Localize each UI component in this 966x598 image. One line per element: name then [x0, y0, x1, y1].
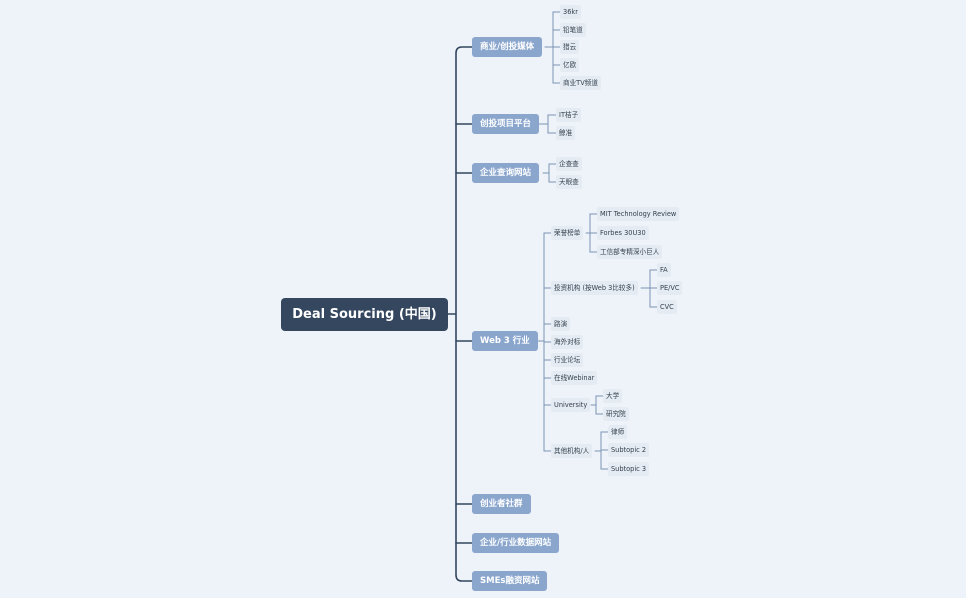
web3-honor[interactable]: 荣誉榜单 — [551, 226, 584, 240]
leaf-itjuzi[interactable]: IT桔子 — [556, 108, 582, 122]
web3-forum[interactable]: 行业论坛 — [551, 353, 584, 367]
topic-platform[interactable]: 创投项目平台 — [472, 114, 540, 134]
topic-smes[interactable]: SMEs融资网站 — [472, 571, 548, 591]
leaf-forbes[interactable]: Forbes 30U30 — [597, 226, 649, 240]
leaf-yanjiuyuan[interactable]: 研究院 — [603, 407, 629, 421]
leaf-lieyun[interactable]: 猎云 — [560, 40, 580, 54]
web3-university[interactable]: University — [551, 398, 591, 412]
leaf-mit[interactable]: MIT Technology Review — [597, 207, 680, 221]
web3-roadshow[interactable]: 路演 — [551, 317, 571, 331]
leaf-daxue[interactable]: 大学 — [603, 389, 623, 403]
leaf-miit[interactable]: 工信部专精深小巨人 — [597, 245, 663, 259]
leaf-yiou[interactable]: 亿欧 — [560, 58, 580, 72]
root-connector — [448, 46, 472, 582]
topic-web3[interactable]: Web 3 行业 — [472, 331, 538, 351]
leaf-lawyer[interactable]: 律师 — [608, 425, 628, 439]
leaf-tianyancha[interactable]: 天眼查 — [556, 175, 582, 189]
root-topic[interactable]: Deal Sourcing (中国) — [281, 298, 448, 331]
web3-webinar[interactable]: 在线Webinar — [551, 371, 598, 385]
leaf-jingzhun[interactable]: 鲸准 — [556, 126, 576, 140]
leaf-subtopic-3[interactable]: Subtopic 3 — [608, 462, 650, 476]
leaf-fa[interactable]: FA — [657, 263, 671, 277]
leaf-subtopic-2[interactable]: Subtopic 2 — [608, 443, 650, 457]
leaf-36kr[interactable]: 36kr — [560, 5, 581, 19]
leaf-pencil[interactable]: 铅笔道 — [560, 23, 586, 37]
leaf-qichacha[interactable]: 企查查 — [556, 157, 582, 171]
web3-investors[interactable]: 投资机构 (按Web 3比较多) — [551, 281, 638, 295]
leaf-business-tv[interactable]: 商业TV频道 — [560, 76, 601, 90]
topic-query[interactable]: 企业查询网站 — [472, 163, 540, 183]
leaf-pevc[interactable]: PE/VC — [657, 281, 683, 295]
web3-others[interactable]: 其他机构/人 — [551, 444, 593, 458]
topic-media[interactable]: 商业/创投媒体 — [472, 37, 543, 57]
topic-community[interactable]: 创业者社群 — [472, 494, 531, 514]
topic-industry-data[interactable]: 企业/行业数据网站 — [472, 533, 560, 553]
leaf-cvc[interactable]: CVC — [657, 300, 677, 314]
web3-overseas[interactable]: 海外对标 — [551, 335, 584, 349]
